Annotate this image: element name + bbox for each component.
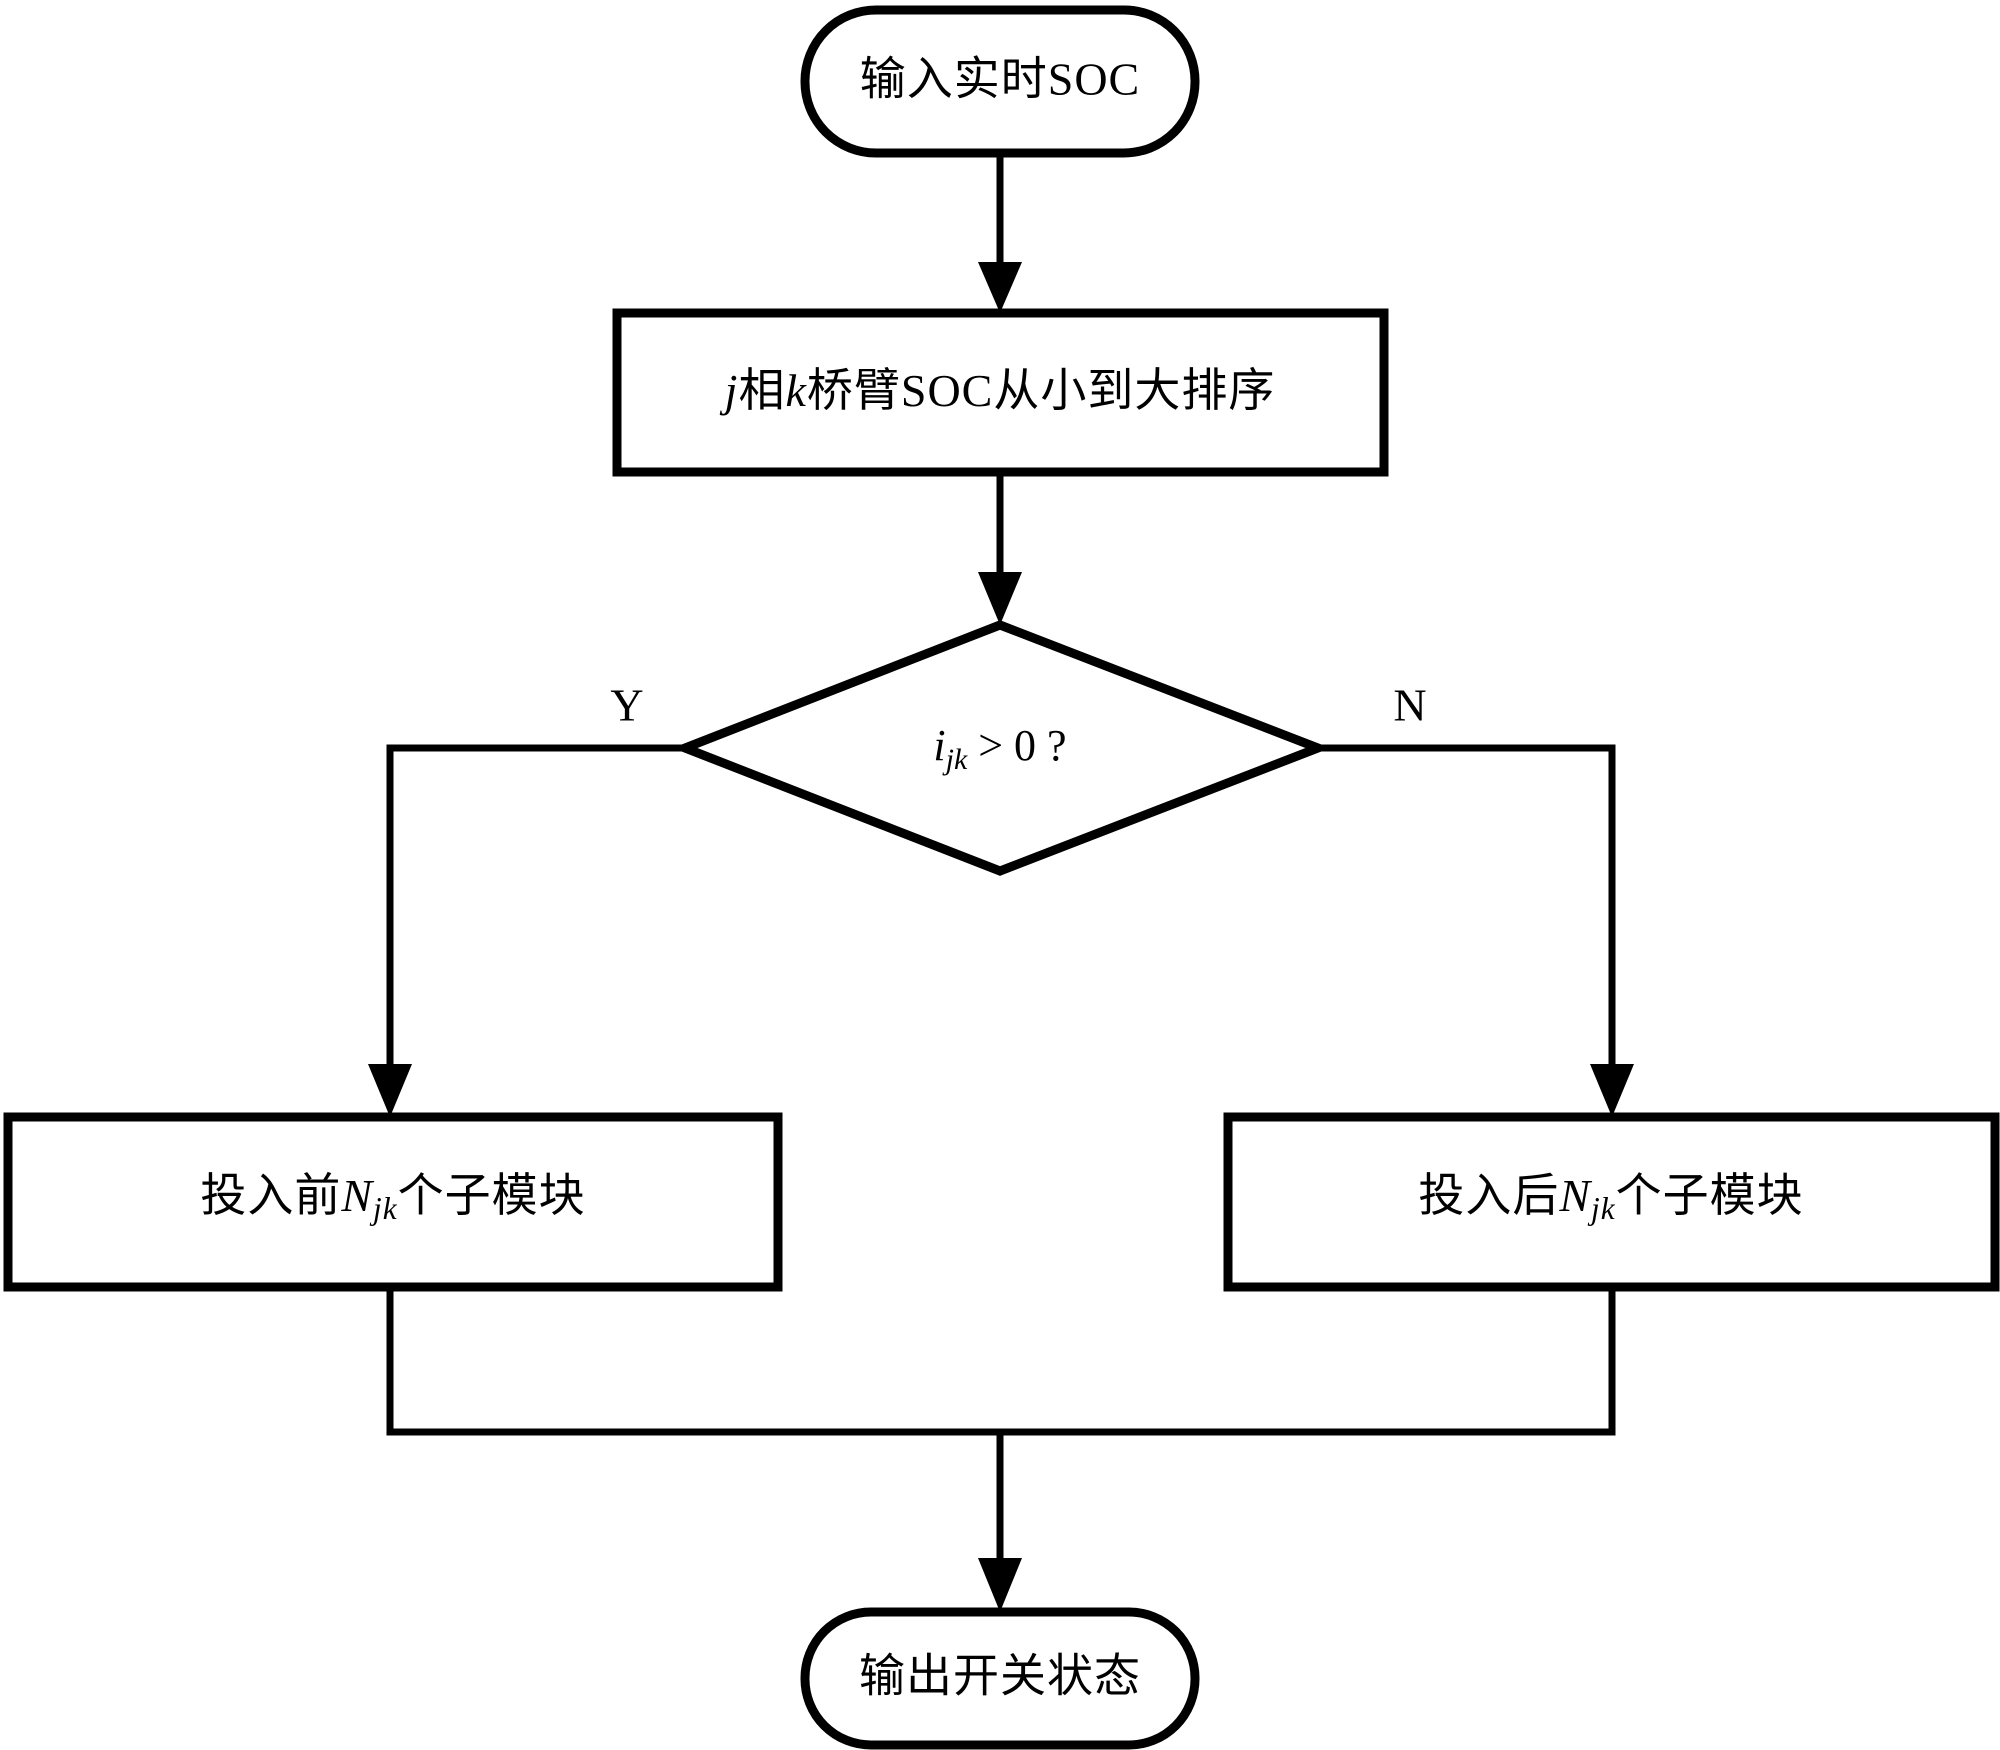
node-branch-yes-process[interactable]: 投入前Njk个子模块 xyxy=(3,1112,783,1292)
node-branch-no-label: 投入后Njk个子模块 xyxy=(1418,1170,1803,1227)
node-decision-label: ijk > 0 ? xyxy=(933,721,1066,776)
edge-start-to-sort xyxy=(978,153,1022,313)
node-branch-no-process[interactable]: 投入后Njk个子模块 xyxy=(1223,1112,2000,1292)
node-start-terminal[interactable]: 输入实时SOC xyxy=(800,5,1200,158)
edge-merge-to-end xyxy=(978,1432,1022,1612)
edge-decision-to-branch-yes xyxy=(368,744,685,1117)
node-branch-yes-label: 投入前Njk个子模块 xyxy=(200,1170,585,1227)
edge-decision-to-branch-no xyxy=(1318,744,1634,1117)
node-sort-process[interactable]: j相k桥臂SOC从小到大排序 xyxy=(612,308,1389,477)
node-decision-diamond[interactable]: ijk > 0 ? xyxy=(672,620,1331,876)
node-end-terminal[interactable]: 输出开关状态 xyxy=(800,1607,1200,1750)
node-sort-label: j相k桥臂SOC从小到大排序 xyxy=(720,365,1276,416)
edge-branch-yes-to-merge xyxy=(386,1287,1000,1436)
branch-label-no: N xyxy=(1393,680,1426,731)
edge-branch-no-to-merge xyxy=(1000,1287,1616,1436)
node-end-label: 输出开关状态 xyxy=(859,1651,1141,1702)
node-start-label: 输入实时SOC xyxy=(860,54,1140,105)
branch-label-yes: Y xyxy=(610,680,643,731)
edge-sort-to-decision xyxy=(978,472,1022,625)
